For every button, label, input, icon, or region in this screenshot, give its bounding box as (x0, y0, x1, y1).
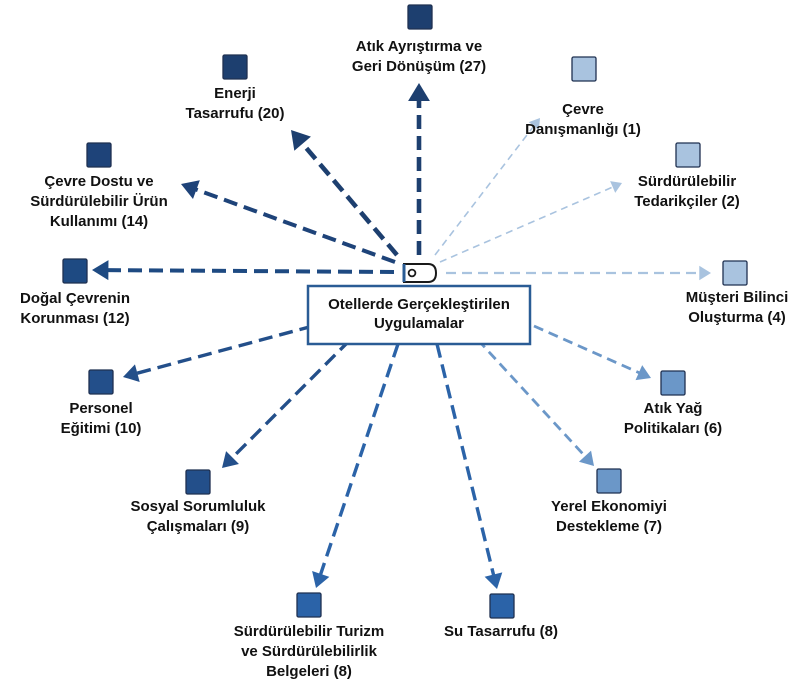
edge-atik-yag (533, 324, 651, 381)
node-square-icon (489, 593, 515, 619)
node-label-line: Kullanımı (14) (50, 213, 148, 230)
node-label-line: Atık Yağ (644, 400, 703, 417)
node-label-line: Danışmanlığı (1) (525, 121, 641, 138)
edge-line (435, 343, 496, 578)
node-square-icon (296, 592, 322, 618)
arrowhead-icon (408, 83, 430, 101)
arrowhead-icon (312, 571, 330, 588)
node-square-icon (62, 258, 88, 284)
node-layer: Atık Ayrıştırma ve Geri Dönüşüm (27) Çevre… (20, 4, 789, 680)
node-surdurulebilir-turizm[interactable]: Sürdürülebilir Turizm ve Sürdürülebilirli… (234, 592, 385, 680)
edge-line (476, 339, 588, 459)
edge-cevre-danismanligi (434, 118, 540, 256)
arrowhead-icon (699, 265, 711, 281)
node-square-icon (722, 260, 748, 286)
arrowhead-icon (123, 364, 140, 382)
node-square-icon (660, 370, 686, 396)
node-label-line: Destekleme (7) (556, 518, 662, 535)
edge-line (134, 324, 314, 376)
arrowhead-icon (578, 450, 594, 466)
edge-line (299, 140, 399, 257)
node-label-line: Yerel Ekonomiyi (551, 498, 667, 515)
node-square-icon (88, 369, 114, 395)
node-label-line: Tedarikçiler (2) (634, 193, 740, 210)
edge-enerji-tasarrufu (291, 130, 399, 257)
node-label-line: Su Tasarrufu (8) (444, 623, 558, 640)
node-square-icon (407, 4, 433, 30)
edge-sosyal-sorumluluk (222, 338, 352, 468)
edge-line (318, 343, 400, 577)
node-label-line: Oluşturma (4) (688, 309, 786, 326)
edge-dogal-cevre (92, 260, 395, 281)
node-cevre-dostu[interactable]: Çevre Dostu ve Sürdürülebilir ÜrünKullanı… (30, 142, 168, 230)
node-square-icon (675, 142, 701, 168)
edge-su-tasarrufu (435, 343, 503, 589)
center-label-line-1: Otellerde Gerçekleştirilen (328, 296, 510, 313)
edge-surdurulebilir-tedarikciler (439, 181, 622, 263)
node-square-icon (185, 469, 211, 495)
node-label-line: Enerji (214, 85, 256, 102)
edge-musteri-bilinci (446, 265, 711, 281)
node-square-icon (571, 56, 597, 82)
edge-surdurulebilir-turizm (312, 343, 400, 588)
node-label-line: ve Sürdürülebilirlik (241, 643, 378, 660)
node-label-line: Sürdürülebilir Turizm (234, 623, 385, 640)
edge-line (105, 268, 395, 274)
node-label-line: Sosyal Sorumluluk (130, 498, 266, 515)
center-box (306, 284, 532, 346)
node-label-line: Doğal Çevrenin (20, 290, 130, 307)
edge-line (439, 185, 615, 263)
arrowhead-icon (291, 130, 311, 151)
arrowhead-icon (635, 365, 651, 381)
center-node[interactable]: Otellerde Gerçekleştirilen Uygulamalar (306, 284, 532, 346)
node-su-tasarrufu[interactable]: Su Tasarrufu (8) (444, 593, 558, 640)
edge-layer (92, 83, 711, 589)
arrowhead-icon (484, 572, 503, 589)
node-atik-ayristirma[interactable]: Atık Ayrıştırma ve Geri Dönüşüm (27) (352, 4, 486, 75)
node-label-line: Atık Ayrıştırma ve (356, 38, 482, 55)
edge-line (434, 124, 536, 256)
node-label-line: Tasarrufu (20) (186, 105, 285, 122)
arrowhead-icon (528, 118, 540, 130)
edge-line (193, 186, 396, 264)
node-label-line: Politikaları (6) (624, 420, 722, 437)
edge-line (229, 338, 352, 461)
node-square-icon (86, 142, 112, 168)
edge-atik-ayristirma (408, 83, 430, 255)
node-label-line: Çevre (562, 101, 604, 118)
edge-personel-egitimi (123, 324, 314, 382)
node-square-icon (222, 54, 248, 80)
node-label-line: Eğitimi (10) (61, 420, 142, 437)
node-label-line: Müşteri Bilinci (686, 289, 789, 306)
node-label-line: Belgeleri (8) (266, 663, 352, 680)
arrowhead-icon (610, 181, 622, 193)
edge-cevre-dostu (181, 180, 396, 264)
node-label-line: Personel (69, 400, 132, 417)
node-label-line: Sürdürülebilir Ürün (30, 193, 168, 210)
node-label-line: Geri Dönüşüm (27) (352, 58, 486, 75)
tag-icon (402, 263, 438, 283)
edge-line (533, 324, 642, 375)
node-label-line: Korunması (12) (20, 310, 129, 327)
node-label-line: Çevre Dostu ve (44, 173, 153, 190)
node-label-line: Sürdürülebilir (638, 173, 737, 190)
edge-yerel-ekonomi (476, 339, 594, 466)
node-label-line: Çalışmaları (9) (147, 518, 250, 535)
node-square-icon (596, 468, 622, 494)
center-label-line-2: Uygulamalar (374, 315, 464, 332)
arrowhead-icon (222, 451, 239, 468)
arrowhead-icon (92, 260, 109, 281)
arrowhead-icon (181, 180, 200, 200)
